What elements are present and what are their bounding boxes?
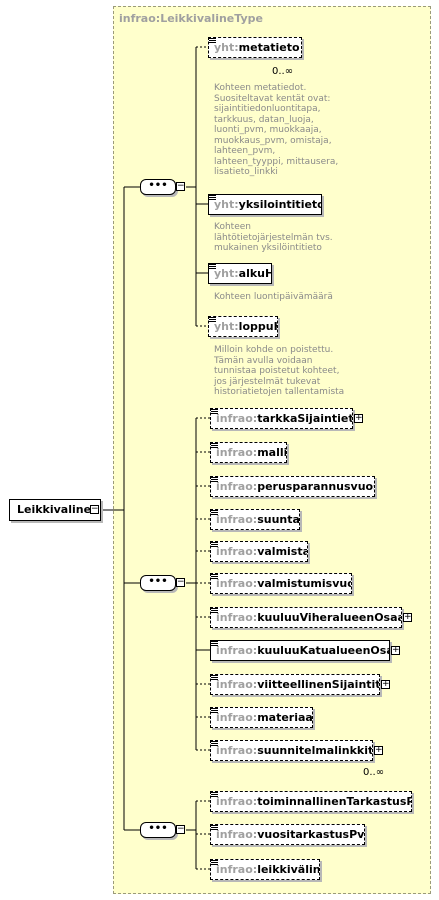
element-doc-icon [209, 317, 216, 322]
sequence-compositor-group-1: ••• [140, 179, 176, 195]
element-doc-icon [209, 195, 216, 200]
element-namespace: infrao: [216, 795, 258, 808]
element-namespace: infrao: [216, 412, 258, 425]
element-namespace: yht: [214, 41, 239, 54]
element-description: Kohteen metatiedot. Suositeltavat kentät… [214, 83, 339, 177]
element-doc-icon [211, 792, 218, 797]
expand-plus-icon[interactable]: + [391, 645, 400, 655]
element-namespace: infrao: [216, 577, 258, 590]
element-doc-icon [211, 477, 218, 482]
element-name: perusparannusvuosi [257, 480, 375, 493]
element-name: alkuHetki [238, 267, 271, 280]
element-perusparannusvuosi[interactable]: infrao:perusparannusvuosi [210, 476, 375, 497]
expand-plus-icon[interactable]: + [374, 745, 383, 755]
element-malli[interactable]: infrao:malli [210, 442, 287, 463]
sequence-compositor-group-2: ••• [140, 575, 176, 591]
element-doc-icon [211, 574, 218, 579]
element-metatieto[interactable]: yht:metatieto [208, 37, 302, 58]
element-doc-icon [209, 38, 216, 43]
element-doc-icon [211, 675, 218, 680]
element-name: vuositarkastusPvm [257, 828, 365, 841]
element-namespace: infrao: [216, 828, 258, 841]
element-materiaali[interactable]: infrao:materiaali [210, 707, 313, 728]
element-description: Milloin kohde on poistettu. Tämän avulla… [214, 345, 345, 397]
element-doc-icon [211, 825, 218, 830]
element-doc-icon [209, 264, 216, 269]
collapse-minus-icon[interactable]: − [176, 577, 185, 587]
element-namespace: infrao: [216, 744, 258, 757]
element-name: valmistumisvuosi [257, 577, 351, 590]
element-namespace: infrao: [216, 611, 258, 624]
element-namespace: infrao: [216, 480, 258, 493]
element-namespace: infrao: [216, 513, 258, 526]
element-name: kuuluuKatualueenOsaan [257, 644, 389, 657]
expand-plus-icon[interactable]: + [354, 413, 363, 423]
element-doc-icon [211, 443, 218, 448]
element-namespace: yht: [214, 320, 239, 333]
element-name: suunnitelmalinkkitieto [257, 744, 373, 757]
root-element[interactable]: Leikkivaline − [9, 499, 101, 521]
occurrence-label: 0..∞ [272, 66, 294, 77]
element-doc-icon [211, 641, 218, 646]
element-group3-2[interactable]: infrao:leikkiväline [210, 859, 320, 880]
element-namespace: infrao: [216, 863, 258, 876]
element-namespace: yht: [214, 267, 239, 280]
element-description: Kohteen lähtötietojärjestelmän tvs. muka… [214, 222, 333, 253]
expand-plus-icon[interactable]: + [381, 679, 390, 689]
element-valmistaja[interactable]: infrao:valmistaja [210, 541, 308, 562]
element-namespace: infrao: [216, 545, 258, 558]
element-name: valmistaja [257, 545, 307, 558]
element-namespace: infrao: [216, 644, 258, 657]
collapse-minus-icon[interactable]: − [176, 181, 185, 191]
element-name: leikkiväline [257, 863, 320, 876]
element-kuuluukatualueenosaan[interactable]: infrao:kuuluuKatualueenOsaan [210, 640, 390, 661]
element-name: metatieto [238, 41, 300, 54]
element-suunta[interactable]: infrao:suunta [210, 509, 300, 530]
sequence-compositor-group-3: ••• [140, 822, 176, 838]
element-doc-icon [211, 860, 218, 865]
minus-box-icon[interactable]: − [90, 504, 99, 514]
element-group3-1[interactable]: infrao:vuositarkastusPvm [210, 824, 365, 845]
element-yksilointitieto[interactable]: yht:yksilointitieto [208, 194, 322, 215]
element-alkuhetki[interactable]: yht:alkuHetki [208, 263, 272, 284]
element-loppuhetki[interactable]: yht:loppuHetki [208, 316, 278, 337]
element-doc-icon [211, 510, 218, 515]
element-namespace: infrao: [216, 711, 258, 724]
element-tarkkasijaintieto[interactable]: infrao:tarkkaSijaintieto [210, 408, 353, 429]
element-name: materiaali [257, 711, 313, 724]
expand-plus-icon[interactable]: + [403, 612, 412, 622]
element-name: tarkkaSijaintieto [257, 412, 353, 425]
complex-type-title: infrao:LeikkivalineType [119, 12, 263, 25]
element-namespace: infrao: [216, 678, 258, 691]
element-name: yksilointitieto [238, 198, 322, 211]
element-suunnitelmalinkkitieto[interactable]: infrao:suunnitelmalinkkitieto [210, 740, 373, 761]
element-description: Kohteen luontipäivämäärä [214, 292, 333, 302]
occurrence-label: 0..∞ [363, 767, 385, 778]
element-kuuluuviheralueenosaan[interactable]: infrao:kuuluuViheralueenOsaan [210, 607, 402, 628]
root-element-label: Leikkivaline [17, 503, 92, 516]
element-viitteellinensijaintitieto[interactable]: infrao:viitteellinenSijaintitieto [210, 674, 380, 695]
element-doc-icon [211, 542, 218, 547]
element-name: kuuluuViheralueenOsaan [257, 611, 402, 624]
element-name: viitteellinenSijaintitieto [257, 678, 380, 691]
element-doc-icon [211, 409, 218, 414]
element-name: malli [257, 446, 287, 459]
element-name: toiminnallinenTarkastusP... [257, 795, 412, 808]
element-valmistumisvuosi[interactable]: infrao:valmistumisvuosi [210, 573, 352, 594]
collapse-minus-icon[interactable]: − [176, 824, 185, 834]
element-doc-icon [211, 708, 218, 713]
element-name: loppuHetki [238, 320, 277, 333]
element-doc-icon [211, 741, 218, 746]
element-doc-icon [211, 608, 218, 613]
element-namespace: yht: [214, 198, 239, 211]
element-name: suunta [257, 513, 300, 526]
element-group3-0[interactable]: infrao:toiminnallinenTarkastusP... [210, 791, 412, 812]
element-namespace: infrao: [216, 446, 258, 459]
